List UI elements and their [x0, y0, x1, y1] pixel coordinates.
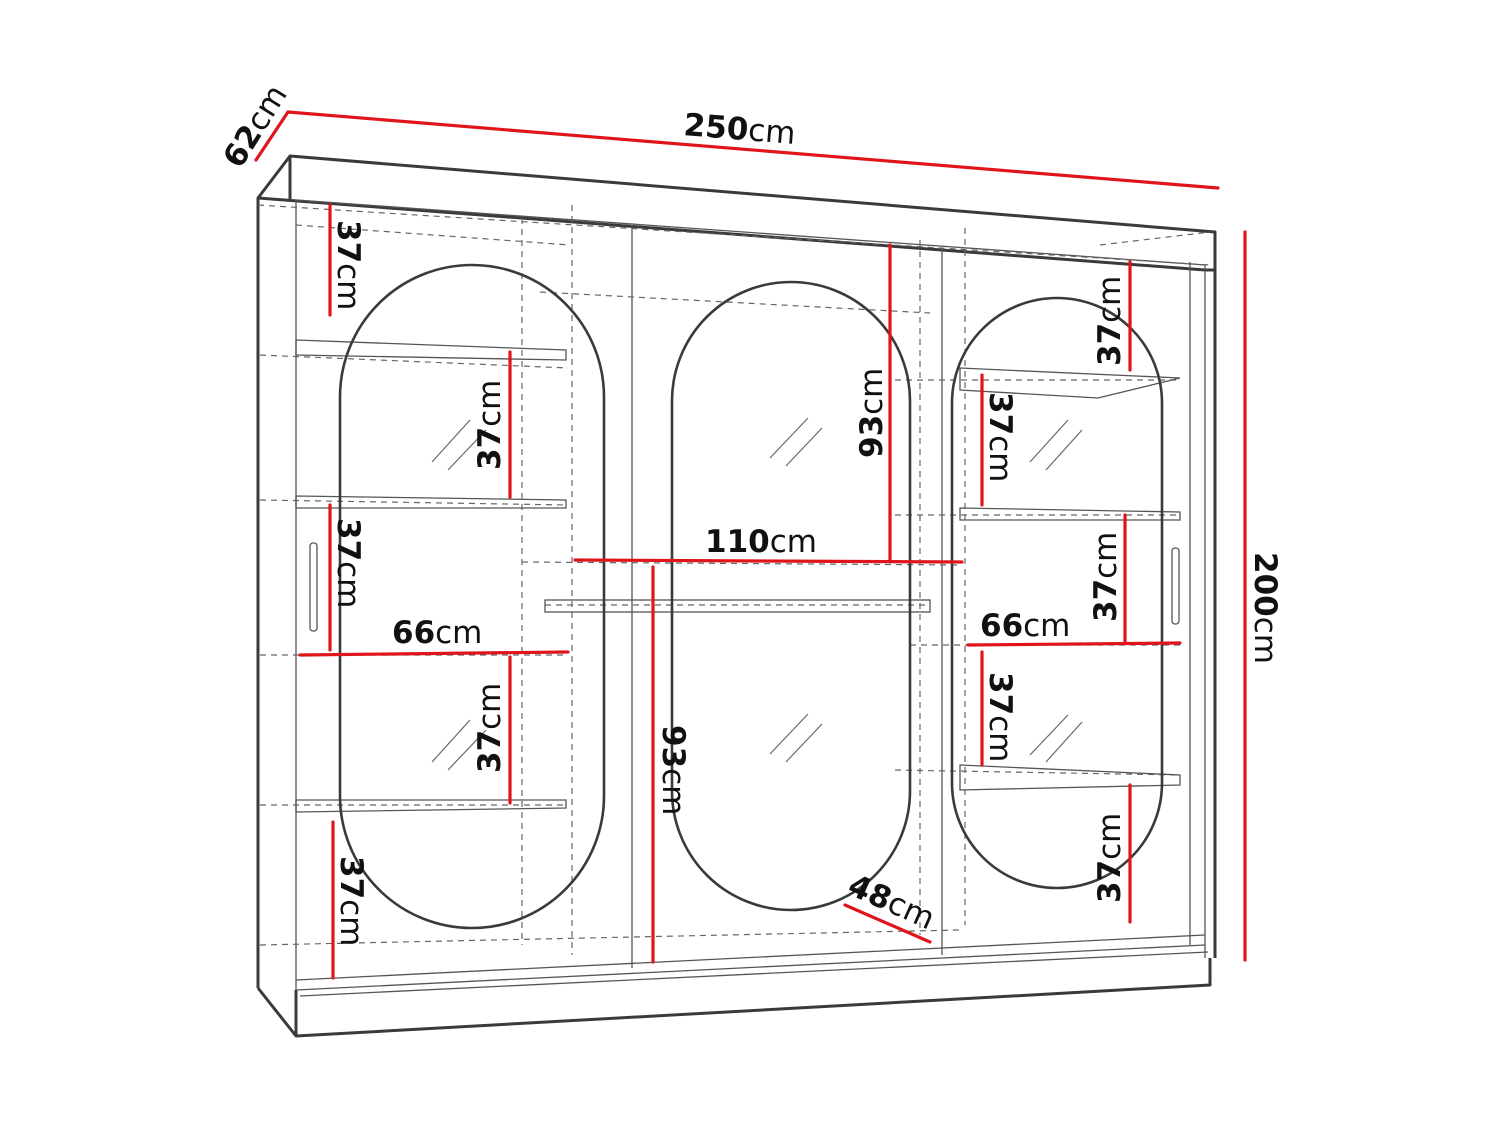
left-outer-1-label: 37cm — [330, 220, 366, 310]
left-mirror — [338, 263, 606, 930]
interior-structure — [257, 204, 1211, 955]
middle-mirror — [670, 280, 912, 912]
right-outer-3-label: 37cm — [1092, 813, 1128, 903]
right-outer-1-label: 37cm — [1092, 276, 1128, 366]
right-outer-2-label: 37cm — [1088, 532, 1124, 622]
right-handle — [1171, 547, 1180, 625]
left-width-label: 66cm — [392, 615, 482, 651]
middle-width-label: 110cm — [705, 524, 817, 560]
mirror-glare-icon — [431, 417, 1083, 771]
right-inner-2-label: 37cm — [982, 672, 1018, 762]
right-mirror — [950, 296, 1164, 890]
left-outer-2-label: 37cm — [330, 518, 366, 608]
left-outer-3-label: 37cm — [333, 856, 369, 946]
middle-upper-height-label: 93cm — [854, 368, 890, 458]
depth-label: 62cm — [216, 79, 294, 175]
height-label: 200cm — [1247, 552, 1283, 664]
dimension-lines — [254, 110, 1247, 980]
wardrobe-outline — [256, 154, 1217, 1038]
left-inner-2-label: 37cm — [472, 683, 508, 773]
left-handle — [309, 542, 318, 632]
right-inner-1-label: 37cm — [982, 392, 1018, 482]
width-label: 250cm — [682, 107, 796, 152]
middle-lower-height-label: 93cm — [655, 725, 691, 815]
left-inner-1-label: 37cm — [472, 380, 508, 470]
right-width-label: 66cm — [980, 608, 1070, 644]
